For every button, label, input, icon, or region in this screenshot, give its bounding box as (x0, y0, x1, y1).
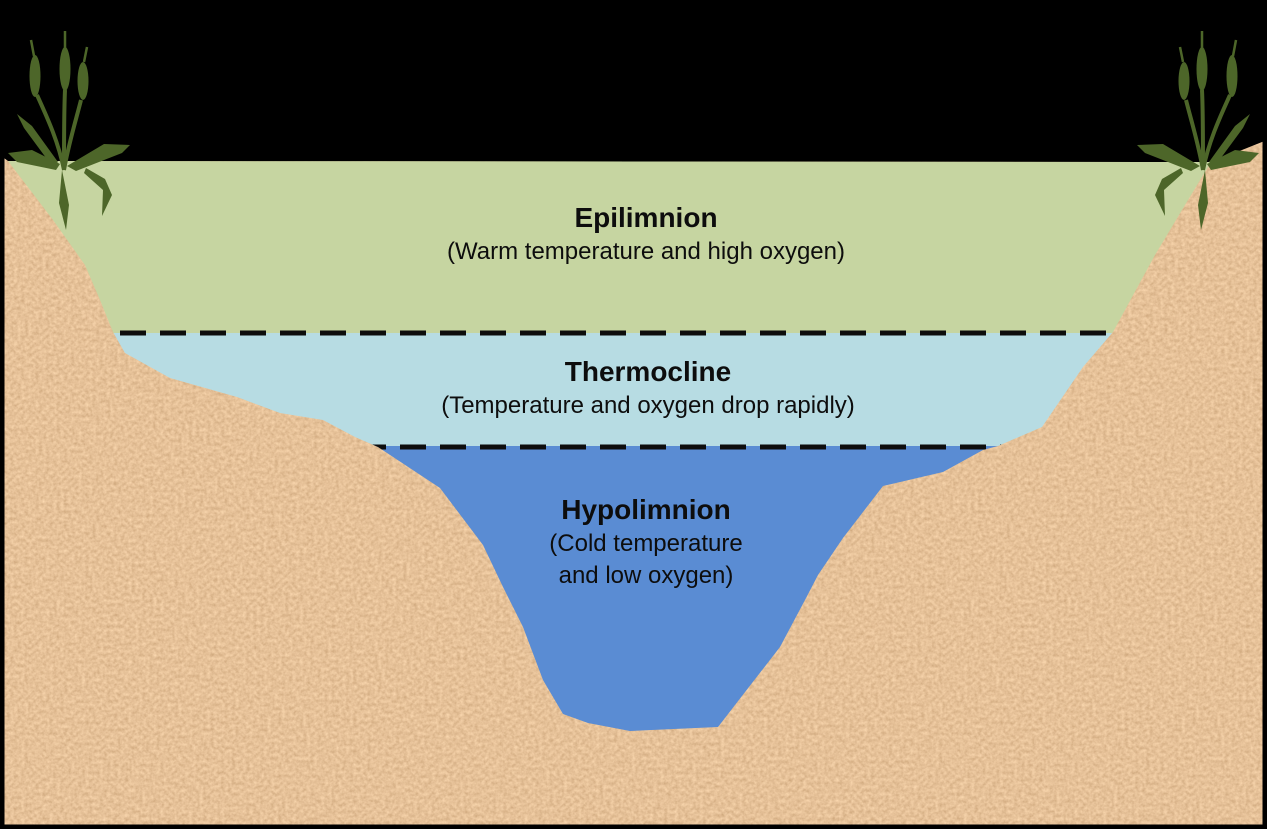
epilimnion-subtitle: (Warm temperature and high oxygen) (447, 238, 845, 265)
cattail-spike-tips (1178, 31, 1238, 63)
cattail-plant-right (1137, 31, 1259, 230)
cattail-plant-left (8, 31, 130, 230)
thermocline-title: Thermocline (565, 356, 731, 387)
cattail-leaves (1137, 114, 1259, 230)
hypolimnion-subtitle-line2: and low oxygen) (559, 562, 734, 589)
cattail-leaves (8, 114, 130, 230)
layer-labels: Epilimnion (Warm temperature and high ox… (441, 202, 855, 589)
cattail-stems (1184, 89, 1232, 171)
cattail-heads (29, 47, 89, 100)
epilimnion-title: Epilimnion (574, 202, 717, 233)
cattail-heads (1178, 47, 1238, 100)
epilimnion-layer (8, 161, 1211, 333)
cattail-spike-tips (29, 31, 89, 63)
hypolimnion-subtitle-line1: (Cold temperature (549, 530, 742, 557)
cattail-stems (35, 89, 83, 171)
thermocline-subtitle: (Temperature and oxygen drop rapidly) (441, 392, 855, 419)
hypolimnion-title: Hypolimnion (561, 494, 731, 525)
